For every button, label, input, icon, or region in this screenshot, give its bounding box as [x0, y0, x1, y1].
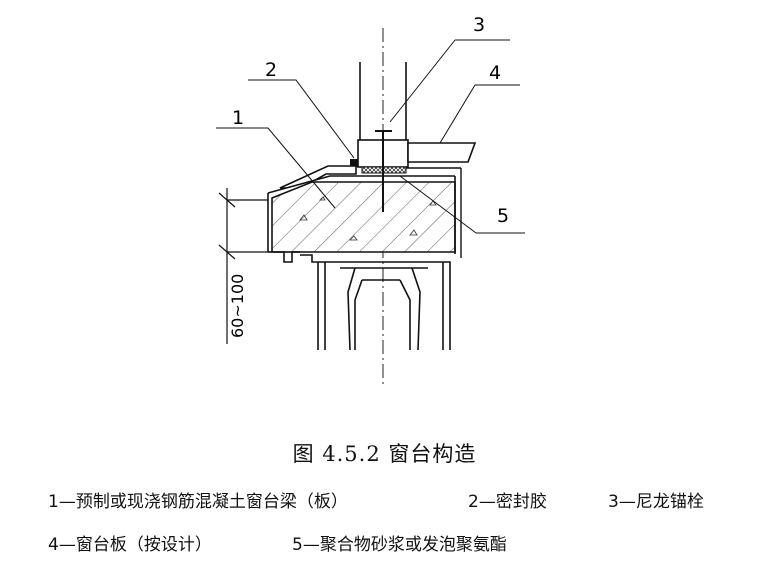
concrete-sill-beam [267, 165, 462, 258]
figure-caption: 图 4.5.2 窗台构造 [292, 442, 477, 466]
legend-item-5: 5—聚合物砂浆或发泡聚氨酯 [292, 535, 507, 555]
lower-wall-frame [268, 251, 451, 351]
dimension-label: 60~100 [228, 274, 247, 338]
callout-3: 3 [473, 14, 485, 36]
callout-2: 2 [265, 59, 277, 81]
legend-item-1: 1—预制或现浇钢筋混凝土窗台梁（板） [48, 492, 348, 512]
legend-item-2: 2—密封胶 [468, 492, 547, 512]
legend-item-4: 4—窗台板（按设计） [48, 535, 212, 555]
dimension-60-100 [218, 188, 300, 344]
callout-1: 1 [232, 107, 244, 129]
leader-lines [216, 39, 525, 234]
callout-5: 5 [497, 205, 509, 227]
legend-row-1: 1—预制或现浇钢筋混凝土窗台梁（板） 2—密封胶 3—尼龙锚栓 [48, 487, 704, 512]
nylon-anchor-bolt [375, 130, 392, 212]
legend-row-2: 4—窗台板（按设计） 5—聚合物砂浆或发泡聚氨酯 [48, 530, 507, 555]
sealant-block [350, 159, 358, 167]
callout-4: 4 [489, 62, 501, 84]
window-sill-board [407, 142, 477, 163]
legend-item-3: 3—尼龙锚栓 [608, 492, 704, 512]
